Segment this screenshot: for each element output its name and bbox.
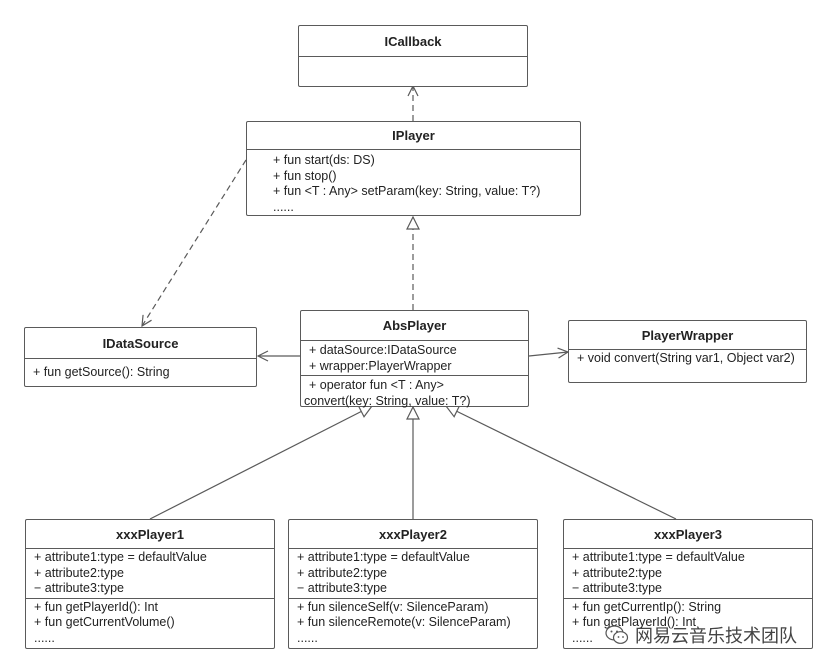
- class-xxxplayer3[interactable]: xxxPlayer3 + attribute1:type = defaultVa…: [563, 519, 813, 649]
- method-row: + fun start(ds: DS): [273, 153, 375, 167]
- method-row: ......: [297, 630, 318, 645]
- method-row: ......: [273, 199, 294, 214]
- class-name: xxxPlayer2: [289, 520, 537, 549]
- method-row: + fun <T : Any> setParam(key: String, va…: [273, 184, 541, 198]
- class-methods: + fun start(ds: DS) + fun stop() + fun <…: [247, 150, 580, 217]
- method-row: + fun getPlayerId(): Int: [34, 599, 159, 614]
- class-playerwrapper[interactable]: PlayerWrapper + void convert(String var1…: [568, 320, 807, 383]
- wechat-icon: [605, 625, 629, 644]
- method-row: ......: [572, 630, 593, 645]
- class-methods: + void convert(String var1, Object var2): [569, 350, 806, 369]
- class-attributes: + attribute1:type = defaultValue + attri…: [26, 549, 274, 599]
- attribute-row: + dataSource:IDataSource: [309, 343, 457, 357]
- class-methods: + fun getSource(): String: [25, 359, 256, 383]
- class-attributes: + attribute1:type = defaultValue + attri…: [289, 549, 537, 599]
- method-row: + operator fun <T : Any>: [309, 378, 444, 392]
- method-row: + void convert(String var1, Object var2): [577, 351, 795, 365]
- class-iplayer[interactable]: IPlayer + fun start(ds: DS) + fun stop()…: [246, 121, 581, 216]
- method-row: ......: [34, 630, 55, 645]
- attribute-row: + attribute1:type = defaultValue: [34, 550, 207, 564]
- class-name: IPlayer: [247, 122, 580, 150]
- class-name: PlayerWrapper: [569, 321, 806, 350]
- attribute-row: + attribute2:type: [297, 565, 387, 580]
- attribute-row: − attribute3:type: [34, 581, 124, 595]
- iplayer-to-idatasource-dependency: [142, 159, 247, 326]
- class-idatasource[interactable]: IDataSource + fun getSource(): String: [24, 327, 257, 387]
- method-row: + fun silenceSelf(v: SilenceParam): [297, 599, 489, 614]
- method-row: + fun silenceRemote(v: SilenceParam): [297, 615, 511, 629]
- class-xxxplayer1[interactable]: xxxPlayer1 + attribute1:type = defaultVa…: [25, 519, 275, 649]
- class-methods: + fun getCurrentIp(): String + fun getPl…: [564, 599, 812, 649]
- class-name: IDataSource: [25, 328, 256, 359]
- class-xxxplayer2[interactable]: xxxPlayer2 + attribute1:type = defaultVa…: [288, 519, 538, 649]
- method-row: + fun stop(): [273, 168, 337, 183]
- class-attributes: [299, 57, 527, 86]
- xxxplayer1-to-absplayer-generalization: [149, 406, 372, 520]
- class-attributes: + attribute1:type = defaultValue + attri…: [564, 549, 812, 599]
- class-icallback[interactable]: ICallback: [298, 25, 528, 87]
- attribute-row: + wrapper:PlayerWrapper: [309, 358, 452, 373]
- class-name: xxxPlayer3: [564, 520, 812, 549]
- attribute-row: − attribute3:type: [297, 581, 387, 595]
- method-row: + fun getSource(): String: [33, 365, 170, 379]
- class-methods: + fun getPlayerId(): Int + fun getCurren…: [26, 599, 274, 649]
- method-row: + fun getCurrentIp(): String: [572, 599, 722, 614]
- class-methods: + operator fun <T : Any> convert(key: St…: [301, 376, 528, 411]
- method-row: + fun getCurrentVolume(): [34, 615, 175, 629]
- attribute-row: + attribute1:type = defaultValue: [297, 550, 470, 564]
- attribute-row: + attribute1:type = defaultValue: [572, 550, 745, 564]
- attribute-row: + attribute2:type: [572, 565, 662, 580]
- class-name: xxxPlayer1: [26, 520, 274, 549]
- attribute-row: + attribute2:type: [34, 565, 124, 580]
- attribute-row: − attribute3:type: [572, 581, 662, 595]
- watermark: 网易云音乐技术团队: [604, 621, 797, 649]
- watermark-text: 网易云音乐技术团队: [635, 626, 797, 646]
- method-row: convert(key: String, value: T?): [304, 393, 471, 408]
- class-methods: + fun silenceSelf(v: SilenceParam) + fun…: [289, 599, 537, 649]
- class-absplayer[interactable]: AbsPlayer + dataSource:IDataSource + wra…: [300, 310, 529, 408]
- absplayer-to-playerwrapper-association: [528, 352, 568, 356]
- class-name: AbsPlayer: [301, 311, 528, 341]
- class-attributes: + dataSource:IDataSource + wrapper:Playe…: [301, 341, 528, 376]
- method-row: + fun getPlayerId(): Int: [572, 615, 697, 629]
- xxxplayer3-to-absplayer-generalization: [446, 406, 677, 520]
- class-name: ICallback: [299, 26, 527, 57]
